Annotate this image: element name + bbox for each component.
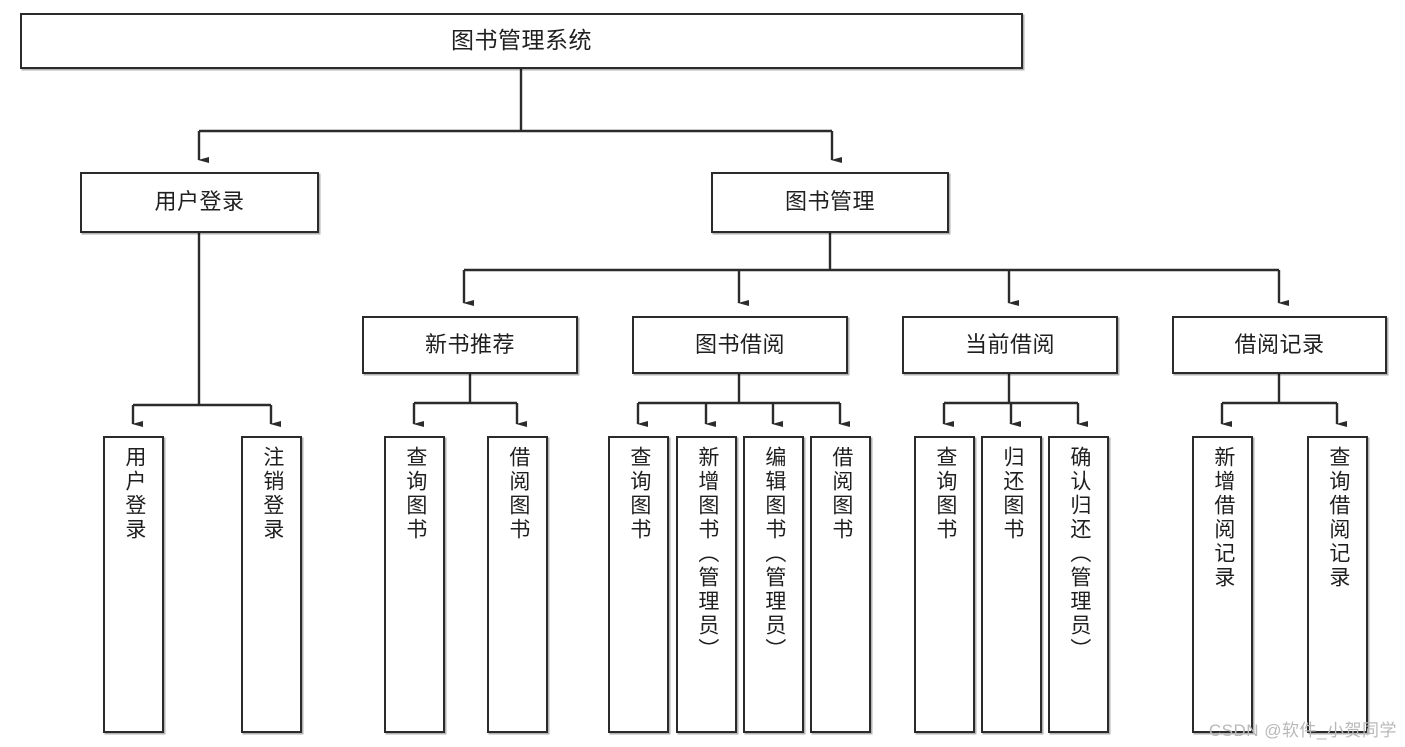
node-label: 新增借阅记录 bbox=[1211, 446, 1235, 590]
leaf-add-borrow-record[interactable]: 新增借阅记录 bbox=[1192, 436, 1253, 733]
leaf-edit-book-admin[interactable]: 编辑图书（管理员） bbox=[743, 436, 804, 733]
node-label: 注销登录 bbox=[260, 446, 284, 542]
node-label: 查询借阅记录 bbox=[1326, 446, 1350, 590]
watermark-text: CSDN @软件_小贺同学 bbox=[1208, 721, 1397, 740]
node-label: 当前借阅 bbox=[964, 331, 1055, 357]
node-user-login[interactable]: 用户登录 bbox=[80, 172, 319, 233]
node-label: 图书管理系统 bbox=[451, 27, 592, 54]
node-label: 图书管理 bbox=[784, 189, 875, 215]
leaf-query-book-recommend[interactable]: 查询图书 bbox=[384, 436, 445, 733]
leaf-borrow-book[interactable]: 借阅图书 bbox=[810, 436, 871, 733]
node-label: 图书借阅 bbox=[694, 331, 785, 357]
leaf-add-book-admin[interactable]: 新增图书（管理员） bbox=[676, 436, 737, 733]
node-label: 借阅记录 bbox=[1234, 331, 1325, 357]
node-label: 查询图书 bbox=[403, 446, 427, 542]
node-label: 归还图书 bbox=[1000, 446, 1024, 542]
node-borrow-record[interactable]: 借阅记录 bbox=[1172, 316, 1387, 374]
leaf-borrow-book-recommend[interactable]: 借阅图书 bbox=[487, 436, 548, 733]
node-label: 新增图书（管理员） bbox=[695, 446, 719, 662]
leaf-user-login[interactable]: 用户登录 bbox=[103, 436, 164, 733]
node-new-book-recommend[interactable]: 新书推荐 bbox=[362, 316, 578, 374]
leaf-user-logout[interactable]: 注销登录 bbox=[241, 436, 302, 733]
node-label: 查询图书 bbox=[627, 446, 651, 542]
node-label: 借阅图书 bbox=[506, 446, 530, 542]
node-label: 查询图书 bbox=[933, 446, 957, 542]
leaf-confirm-return-admin[interactable]: 确认归还（管理员） bbox=[1048, 436, 1109, 733]
leaf-query-borrow-record[interactable]: 查询借阅记录 bbox=[1307, 436, 1368, 733]
leaf-query-book-current[interactable]: 查询图书 bbox=[914, 436, 975, 733]
leaf-return-book[interactable]: 归还图书 bbox=[981, 436, 1042, 733]
node-book-management[interactable]: 图书管理 bbox=[711, 172, 949, 233]
node-label: 用户登录 bbox=[122, 446, 146, 542]
node-label: 新书推荐 bbox=[424, 331, 515, 357]
node-root-system[interactable]: 图书管理系统 bbox=[20, 13, 1023, 69]
node-label: 编辑图书（管理员） bbox=[762, 446, 786, 662]
node-label: 确认归还（管理员） bbox=[1067, 446, 1091, 662]
node-label: 用户登录 bbox=[154, 189, 245, 215]
leaf-query-book-borrow[interactable]: 查询图书 bbox=[608, 436, 669, 733]
node-label: 借阅图书 bbox=[829, 446, 853, 542]
node-current-borrow[interactable]: 当前借阅 bbox=[902, 316, 1118, 374]
node-book-borrow[interactable]: 图书借阅 bbox=[632, 316, 848, 374]
